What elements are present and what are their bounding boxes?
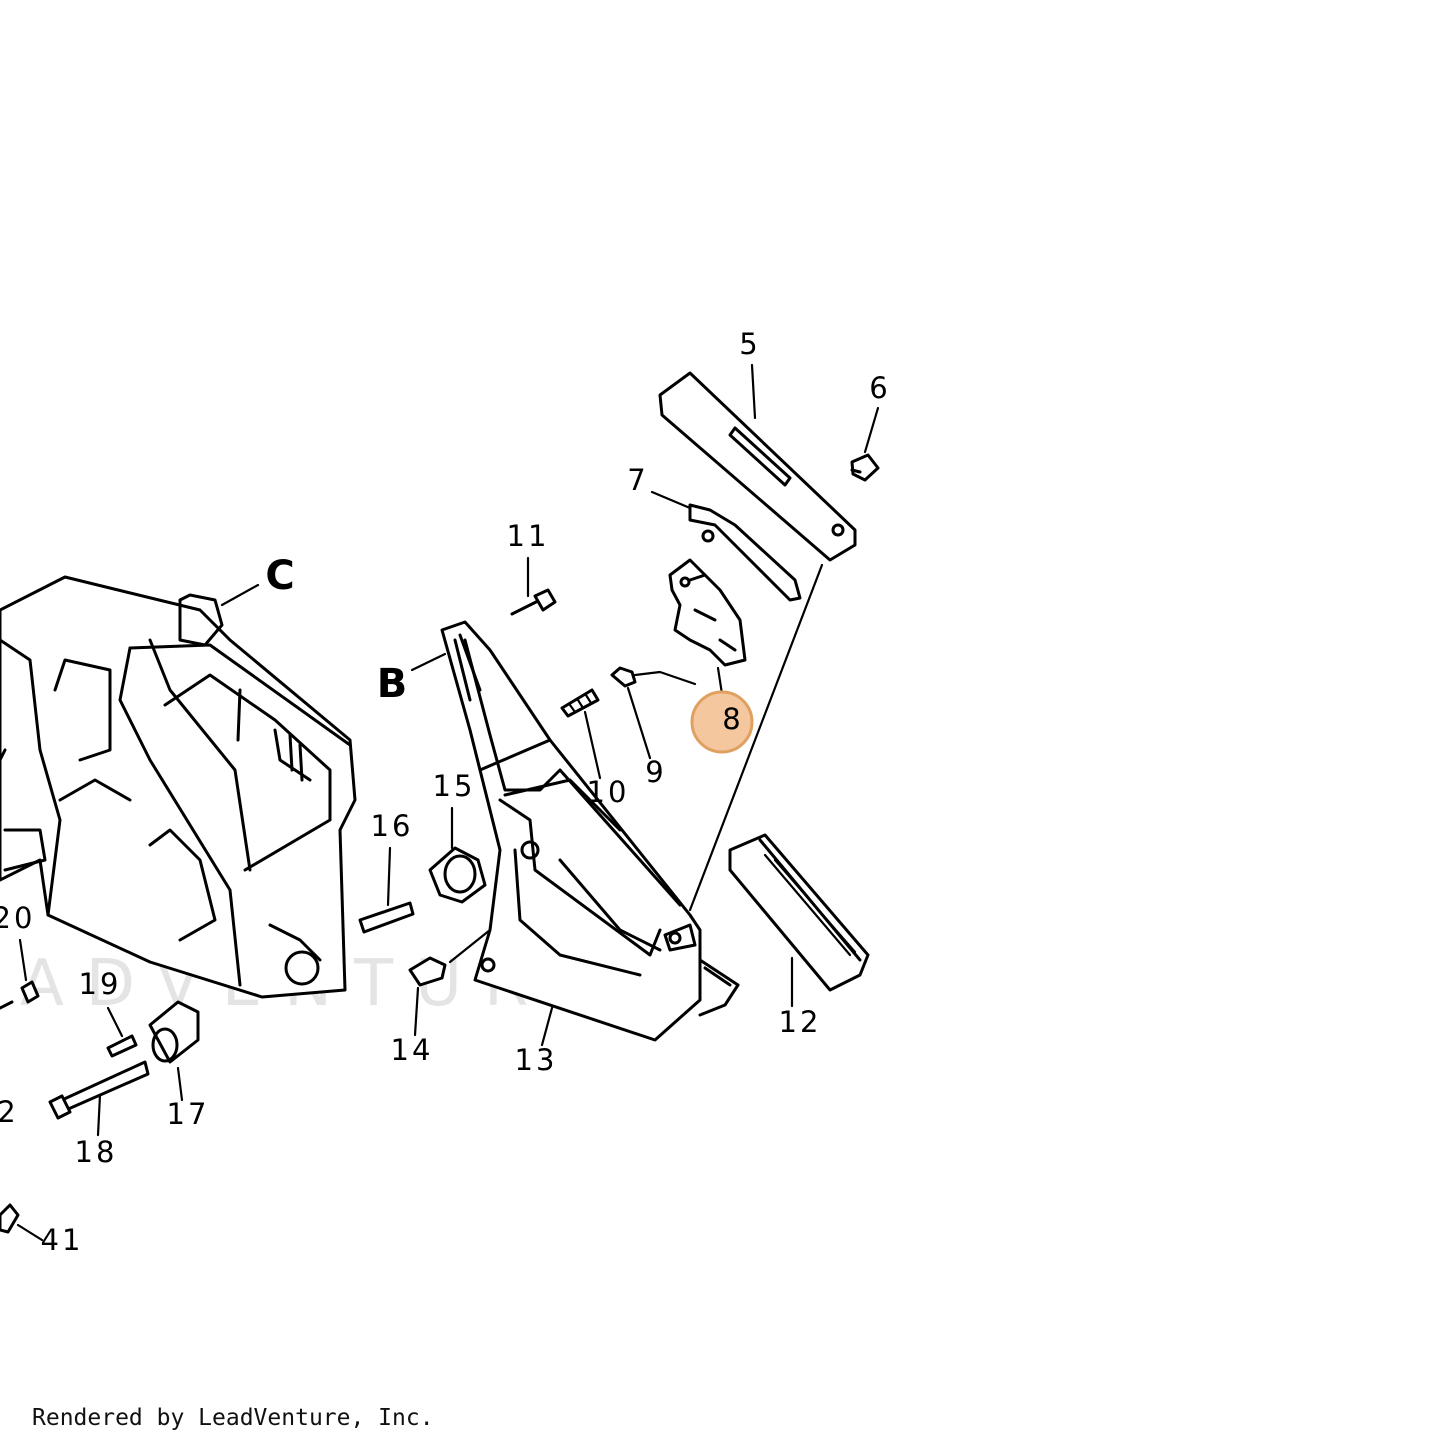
callout-11[interactable]: 11 xyxy=(507,519,550,553)
rendered-by-credit: Rendered by LeadVenture, Inc. xyxy=(32,1405,434,1431)
callout-7[interactable]: 7 xyxy=(627,463,648,497)
part-20-pin xyxy=(0,980,40,1010)
part-6-bolt xyxy=(850,453,880,482)
part-16-dowel xyxy=(358,901,415,934)
callout-13[interactable]: 13 xyxy=(515,1043,558,1077)
part-7-lever xyxy=(688,503,802,602)
part-10-pin xyxy=(560,688,600,718)
callout-9[interactable]: 9 xyxy=(645,755,666,789)
part-12-guide xyxy=(728,833,870,992)
part-9-spring xyxy=(610,666,697,688)
part-8-plate xyxy=(668,558,747,667)
part-17-mount xyxy=(148,1000,200,1064)
highlight-marker-8[interactable] xyxy=(690,690,754,754)
callout-10[interactable]: 10 xyxy=(587,775,630,809)
callout-20[interactable]: 20 xyxy=(0,901,35,935)
part-11-bolt xyxy=(510,588,557,616)
part-15-bushing xyxy=(428,846,487,904)
leader-lines xyxy=(16,363,880,1242)
callout-41[interactable]: 41 xyxy=(41,1223,84,1257)
callout-17[interactable]: 17 xyxy=(167,1097,210,1131)
assembly-leader xyxy=(688,563,824,912)
callout-18[interactable]: 18 xyxy=(75,1135,118,1169)
callout-5[interactable]: 5 xyxy=(739,327,760,361)
part-41-cap xyxy=(0,1203,20,1234)
part-5-bracket xyxy=(658,371,857,562)
callouts: 5 6 7 8 9 10 11 12 13 14 15 16 17 18 19 … xyxy=(0,327,890,1257)
reference-letter-b: B xyxy=(377,661,408,707)
part-19-bolt xyxy=(106,1034,138,1058)
callout-15[interactable]: 15 xyxy=(433,769,476,803)
callout-6[interactable]: 6 xyxy=(869,371,890,405)
part-14-plug xyxy=(408,956,447,987)
crankcase-housing xyxy=(0,575,357,999)
callout-8[interactable]: 8 xyxy=(722,702,743,736)
callout-19[interactable]: 19 xyxy=(79,967,122,1001)
callout-12[interactable]: 12 xyxy=(779,1005,822,1039)
part-18-bolt xyxy=(48,1060,150,1120)
reference-letters: B C xyxy=(265,553,407,707)
reference-letter-c: C xyxy=(265,553,294,599)
callout-14[interactable]: 14 xyxy=(391,1033,434,1067)
cover-assembly-13 xyxy=(440,620,740,1042)
callout-16[interactable]: 16 xyxy=(371,809,414,843)
callout-2[interactable]: 2 xyxy=(0,1095,19,1129)
